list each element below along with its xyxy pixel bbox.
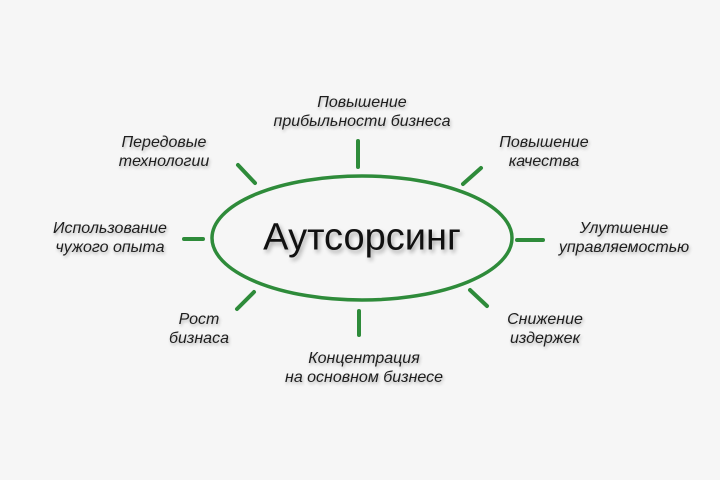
node-bottom-line-2: на основном бизнесе	[285, 369, 443, 386]
node-bottom: Концентрация на основном бизнесе	[285, 349, 443, 387]
node-left: Использование чужого опыта	[53, 219, 167, 257]
connector-bottom-left	[235, 290, 256, 311]
node-right-line-2: управляемостью	[558, 239, 690, 256]
node-top-line-1: Повышение	[317, 94, 407, 111]
connector-top-left	[236, 163, 257, 185]
connector-bottom-right	[468, 288, 489, 308]
node-top-right-line-1: Повышение	[499, 134, 589, 151]
center-label: Аутсорсинг	[263, 216, 461, 259]
node-left-line-1: Использование	[53, 220, 167, 237]
node-right-line-1: Улутшение	[579, 220, 669, 237]
node-bottom-left-line-1: Рост	[178, 311, 220, 328]
node-left-line-2: чужого опыта	[55, 239, 165, 256]
central-ellipse	[210, 174, 514, 302]
node-bottom-right-line-2: издержек	[509, 330, 581, 347]
node-top-left: Передовые технологии	[119, 133, 209, 171]
node-top: Повышение прибыльности бизнеса	[274, 93, 451, 131]
node-top-left-line-1: Передовые	[121, 134, 207, 151]
node-bottom-left: Рост бизнаса	[169, 310, 229, 348]
node-top-line-2: прибыльности бизнеса	[273, 113, 451, 130]
node-right: Улутшение управляемостью	[559, 219, 689, 257]
node-bottom-left-line-2: бизнаса	[169, 330, 229, 347]
node-top-right-line-2: качества	[508, 153, 580, 170]
node-top-right: Повышение качества	[499, 133, 588, 171]
connector-top-right	[461, 166, 483, 186]
node-bottom-line-1: Концентрация	[308, 350, 420, 367]
node-top-left-line-2: технологии	[118, 153, 210, 170]
node-bottom-right: Снижение издержек	[507, 310, 583, 348]
node-bottom-right-line-1: Снижение	[507, 311, 583, 328]
